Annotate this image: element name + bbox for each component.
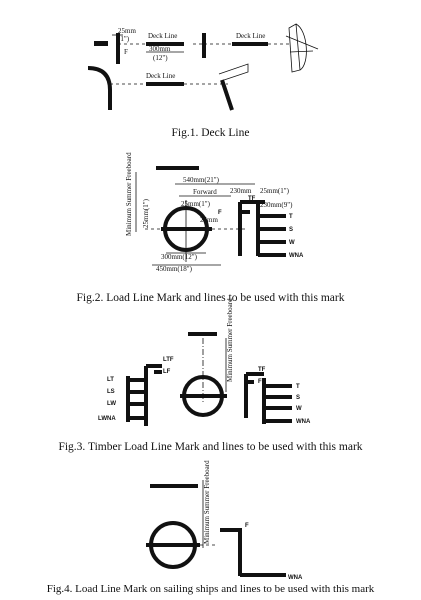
- fig3-min-freeboard: Minimum Summer Freeboard: [226, 298, 234, 382]
- fig2-dim-300: 300mm(12"): [161, 253, 198, 261]
- fig2-dim-25a: 25mm(1"): [260, 187, 290, 195]
- fig2-forward-label: Forward: [193, 188, 217, 196]
- fig2-wna: WNA: [289, 253, 304, 259]
- fig2-caption: Fig.2. Load Line Mark and lines to be us…: [76, 292, 345, 304]
- fig3-w: W: [296, 406, 302, 412]
- fig1-rounded-gunwale: [87, 66, 112, 110]
- fig1-deck-stub: [94, 41, 108, 46]
- fig2-dim-25d: 25mm: [200, 216, 218, 224]
- fig1-dim-12in: (12"): [153, 54, 168, 62]
- fig2-f: F: [218, 210, 222, 216]
- fig1-bulwark-diagonal: [285, 35, 319, 50]
- fig3-t: T: [296, 384, 300, 390]
- fig1-f-label: F: [124, 48, 128, 56]
- fig4-f: F: [245, 523, 249, 529]
- fig3-tf: TF: [258, 367, 266, 373]
- fig1-bulwark-curve: [295, 23, 307, 71]
- fig1-sloped-shell: [220, 79, 234, 111]
- fig1-bulwark-bar: [289, 50, 314, 53]
- fig3-lwna: LWNA: [98, 416, 116, 422]
- fig3-lf: LF: [163, 369, 171, 375]
- fig3-lw: LW: [107, 401, 116, 407]
- fig2-load-line-mark: Minimum Summer Freeboard 540mm(21") Forw…: [125, 152, 304, 273]
- fig3-caption: Fig.3. Timber Load Line Mark and lines t…: [58, 441, 363, 453]
- fig2-dim-25c: 25mm(1"): [142, 198, 150, 228]
- fig4-sailing-ship-mark: Minimum Summer Freeboard F WNA: [146, 460, 303, 581]
- fig2-dim-230a: 230mm: [230, 187, 252, 195]
- fig2-w: W: [289, 240, 295, 246]
- fig2-dim-25b: 25mm(1"): [181, 200, 211, 208]
- fig2-dim-540: 540mm(21"): [183, 176, 220, 184]
- fig1-dim-1in: (1"): [118, 35, 130, 43]
- fig1-caption: Fig.1. Deck Line: [171, 127, 250, 139]
- fig3-lt: LT: [107, 377, 114, 383]
- fig2-min-freeboard: Minimum Summer Freeboard: [125, 152, 133, 236]
- fig2-t: T: [289, 214, 293, 220]
- fig1-bulwark-section: [288, 23, 301, 73]
- fig1-deck-line-label-1: Deck Line: [148, 32, 177, 40]
- fig4-min-freeboard: Minimum Summer Freeboard: [203, 460, 211, 544]
- fig1-deck-line: 25mm (1") F Deck Line 300mm (12") Deck L…: [87, 23, 319, 111]
- fig2-dim-450: 450mm(18"): [156, 265, 193, 273]
- fig3-f: F: [258, 379, 262, 385]
- fig1-deck-line-label-3: Deck Line: [146, 72, 175, 80]
- fig4-caption: Fig.4. Load Line Mark on sailing ships a…: [46, 583, 375, 595]
- fig3-timber-load-line: Minimum Summer Freeboard LTF LF LT LS LW…: [98, 298, 311, 426]
- fig3-wna: WNA: [296, 419, 311, 425]
- fig3-s: S: [296, 395, 300, 401]
- fig3-ls: LS: [107, 389, 115, 395]
- fig1-dim-300mm: 300mm: [149, 45, 171, 53]
- fig1-deck-line-label-2: Deck Line: [236, 32, 265, 40]
- fig2-tf: TF: [248, 196, 256, 202]
- fig2-dim-230b: 230mm(9"): [260, 201, 293, 209]
- fig1-dim-25mm: 25mm: [118, 27, 136, 35]
- fig2-s: S: [289, 227, 293, 233]
- fig4-wna: WNA: [288, 575, 303, 581]
- fig1-sloped-deck: [218, 63, 249, 81]
- fig3-ltf: LTF: [163, 357, 174, 363]
